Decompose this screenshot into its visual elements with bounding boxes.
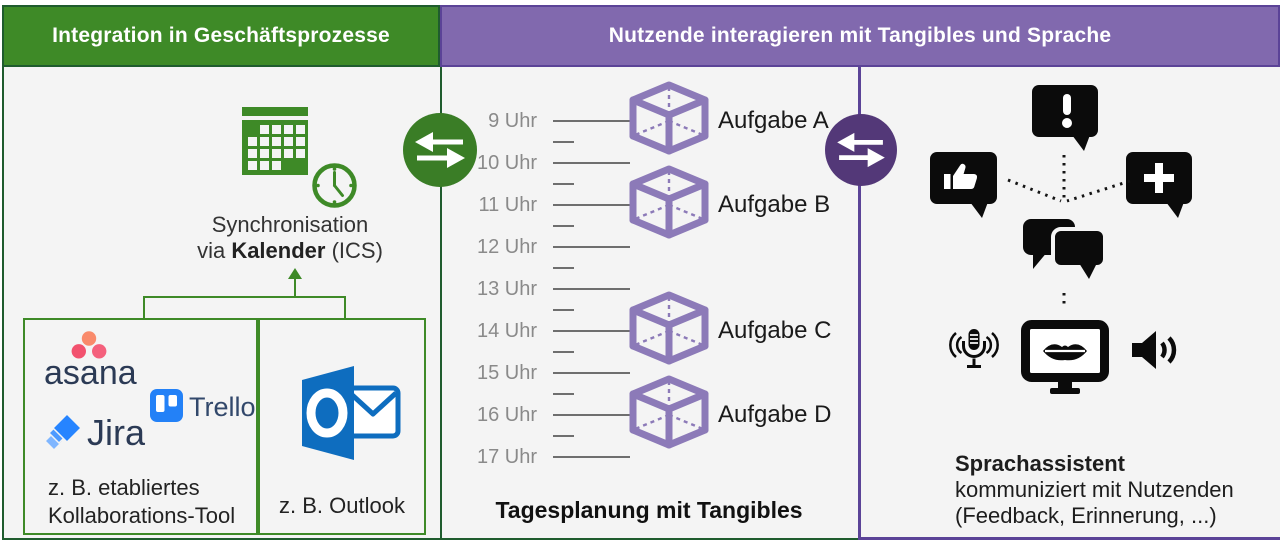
outlook-label: z. B. Outlook <box>279 493 405 518</box>
hour-line <box>553 414 630 416</box>
half-hour-tick <box>553 183 574 185</box>
hour-label: 9 Uhr <box>488 110 537 132</box>
header-integration-label: Integration in Geschäftsprozesse <box>52 24 390 47</box>
hour-line <box>553 120 630 122</box>
sync-label-line2: via Kalender (ICS) <box>197 238 383 263</box>
trello-logo-icon <box>150 389 183 422</box>
jira-logo-word: Jira <box>87 412 146 453</box>
half-hour-tick <box>553 225 574 227</box>
hour-label: 14 Uhr <box>476 320 537 342</box>
header-nutzende: Nutzende interagieren mit Tangibles und … <box>440 5 1280 67</box>
collaboration-tools-box <box>23 318 258 535</box>
sync-label-line1: Synchronisation <box>211 212 369 237</box>
cube-icon <box>629 165 709 239</box>
half-hour-tick <box>553 141 574 143</box>
hour-label: 13 Uhr <box>476 278 537 300</box>
voice-assistant-caption-line2: kommuniziert mit Nutzenden <box>955 477 1234 502</box>
sync-arrows-green-circle <box>403 113 477 187</box>
panel-voice-assistant <box>858 67 1280 540</box>
half-hour-tick <box>553 393 574 395</box>
jira-logo-icon <box>45 414 81 450</box>
hour-line <box>553 330 630 332</box>
outlook-logo-icon <box>302 366 401 460</box>
asana-logo-word: asana <box>44 354 137 392</box>
hour-line <box>553 204 630 206</box>
hour-line <box>553 288 630 290</box>
hour-label: 11 Uhr <box>478 194 537 216</box>
chat-bubbles-icon <box>1023 219 1107 279</box>
hour-label: 15 Uhr <box>476 362 537 384</box>
hour-label: 12 Uhr <box>476 236 537 258</box>
bracket-horizontal <box>143 296 346 298</box>
dotted-connectors <box>1007 155 1131 308</box>
voice-assistant-caption-bold: Sprachassistent <box>955 451 1125 476</box>
trello-logo-word: Trello <box>189 392 256 422</box>
hour-line <box>553 372 630 374</box>
clock-icon <box>312 163 357 208</box>
monitor-lips-icon <box>1021 320 1109 394</box>
cube-icon <box>629 81 709 155</box>
asana-logo-icon <box>71 331 107 359</box>
bracket-stem <box>294 278 296 296</box>
half-hour-tick <box>553 435 574 437</box>
task-label: Aufgabe A <box>718 107 829 134</box>
sync-arrows-icon <box>415 132 465 168</box>
microphone-icon <box>949 329 999 368</box>
timeline-caption: Tagesplanung mit Tangibles <box>495 497 803 523</box>
hour-line <box>553 162 630 164</box>
sync-arrows-purple-circle <box>825 114 897 186</box>
hour-label: 16 Uhr <box>476 404 537 426</box>
plus-bubble-icon <box>1126 152 1192 218</box>
bracket-arrow-up <box>288 268 302 279</box>
hour-label: 17 Uhr <box>476 446 537 468</box>
sync-arrows-icon <box>837 132 885 168</box>
voice-assistant-caption-line3: (Feedback, Erinnerung, ...) <box>955 503 1217 528</box>
sync-label: Synchronisation via Kalender (ICS) <box>175 212 405 264</box>
task-label: Aufgabe B <box>718 191 831 218</box>
calendar-icon <box>242 107 308 175</box>
half-hour-tick <box>553 267 574 269</box>
task-label: Aufgabe D <box>718 401 832 428</box>
header-integration: Integration in Geschäftsprozesse <box>2 5 440 67</box>
voice-assistant-caption: Sprachassistent kommuniziert mit Nutzend… <box>955 451 1265 529</box>
outlook-box <box>258 318 426 535</box>
speaker-icon <box>1132 331 1177 369</box>
header-nutzende-label: Nutzende interagieren mit Tangibles und … <box>608 24 1112 47</box>
bracket-stub-right <box>344 296 346 318</box>
hour-line <box>553 246 630 248</box>
thumbs-up-bubble-icon <box>930 152 997 218</box>
exclamation-bubble-icon <box>1032 85 1098 151</box>
half-hour-tick <box>553 309 574 311</box>
task-label: Aufgabe C <box>718 317 832 344</box>
collaboration-tools-label: z. B. etabliertes Kollaborations-Tool <box>48 475 236 528</box>
panel-business-processes <box>2 67 440 540</box>
hour-label: 10 Uhr <box>476 152 537 174</box>
cube-icon <box>629 375 709 449</box>
half-hour-tick <box>553 351 574 353</box>
bracket-stub-left <box>143 296 145 318</box>
hour-line <box>553 456 630 458</box>
cube-icon <box>629 291 709 365</box>
day-timeline: 9 Uhr 10 Uhr 11 Uhr 12 Uhr 13 Uhr 14 Uhr… <box>440 67 858 540</box>
